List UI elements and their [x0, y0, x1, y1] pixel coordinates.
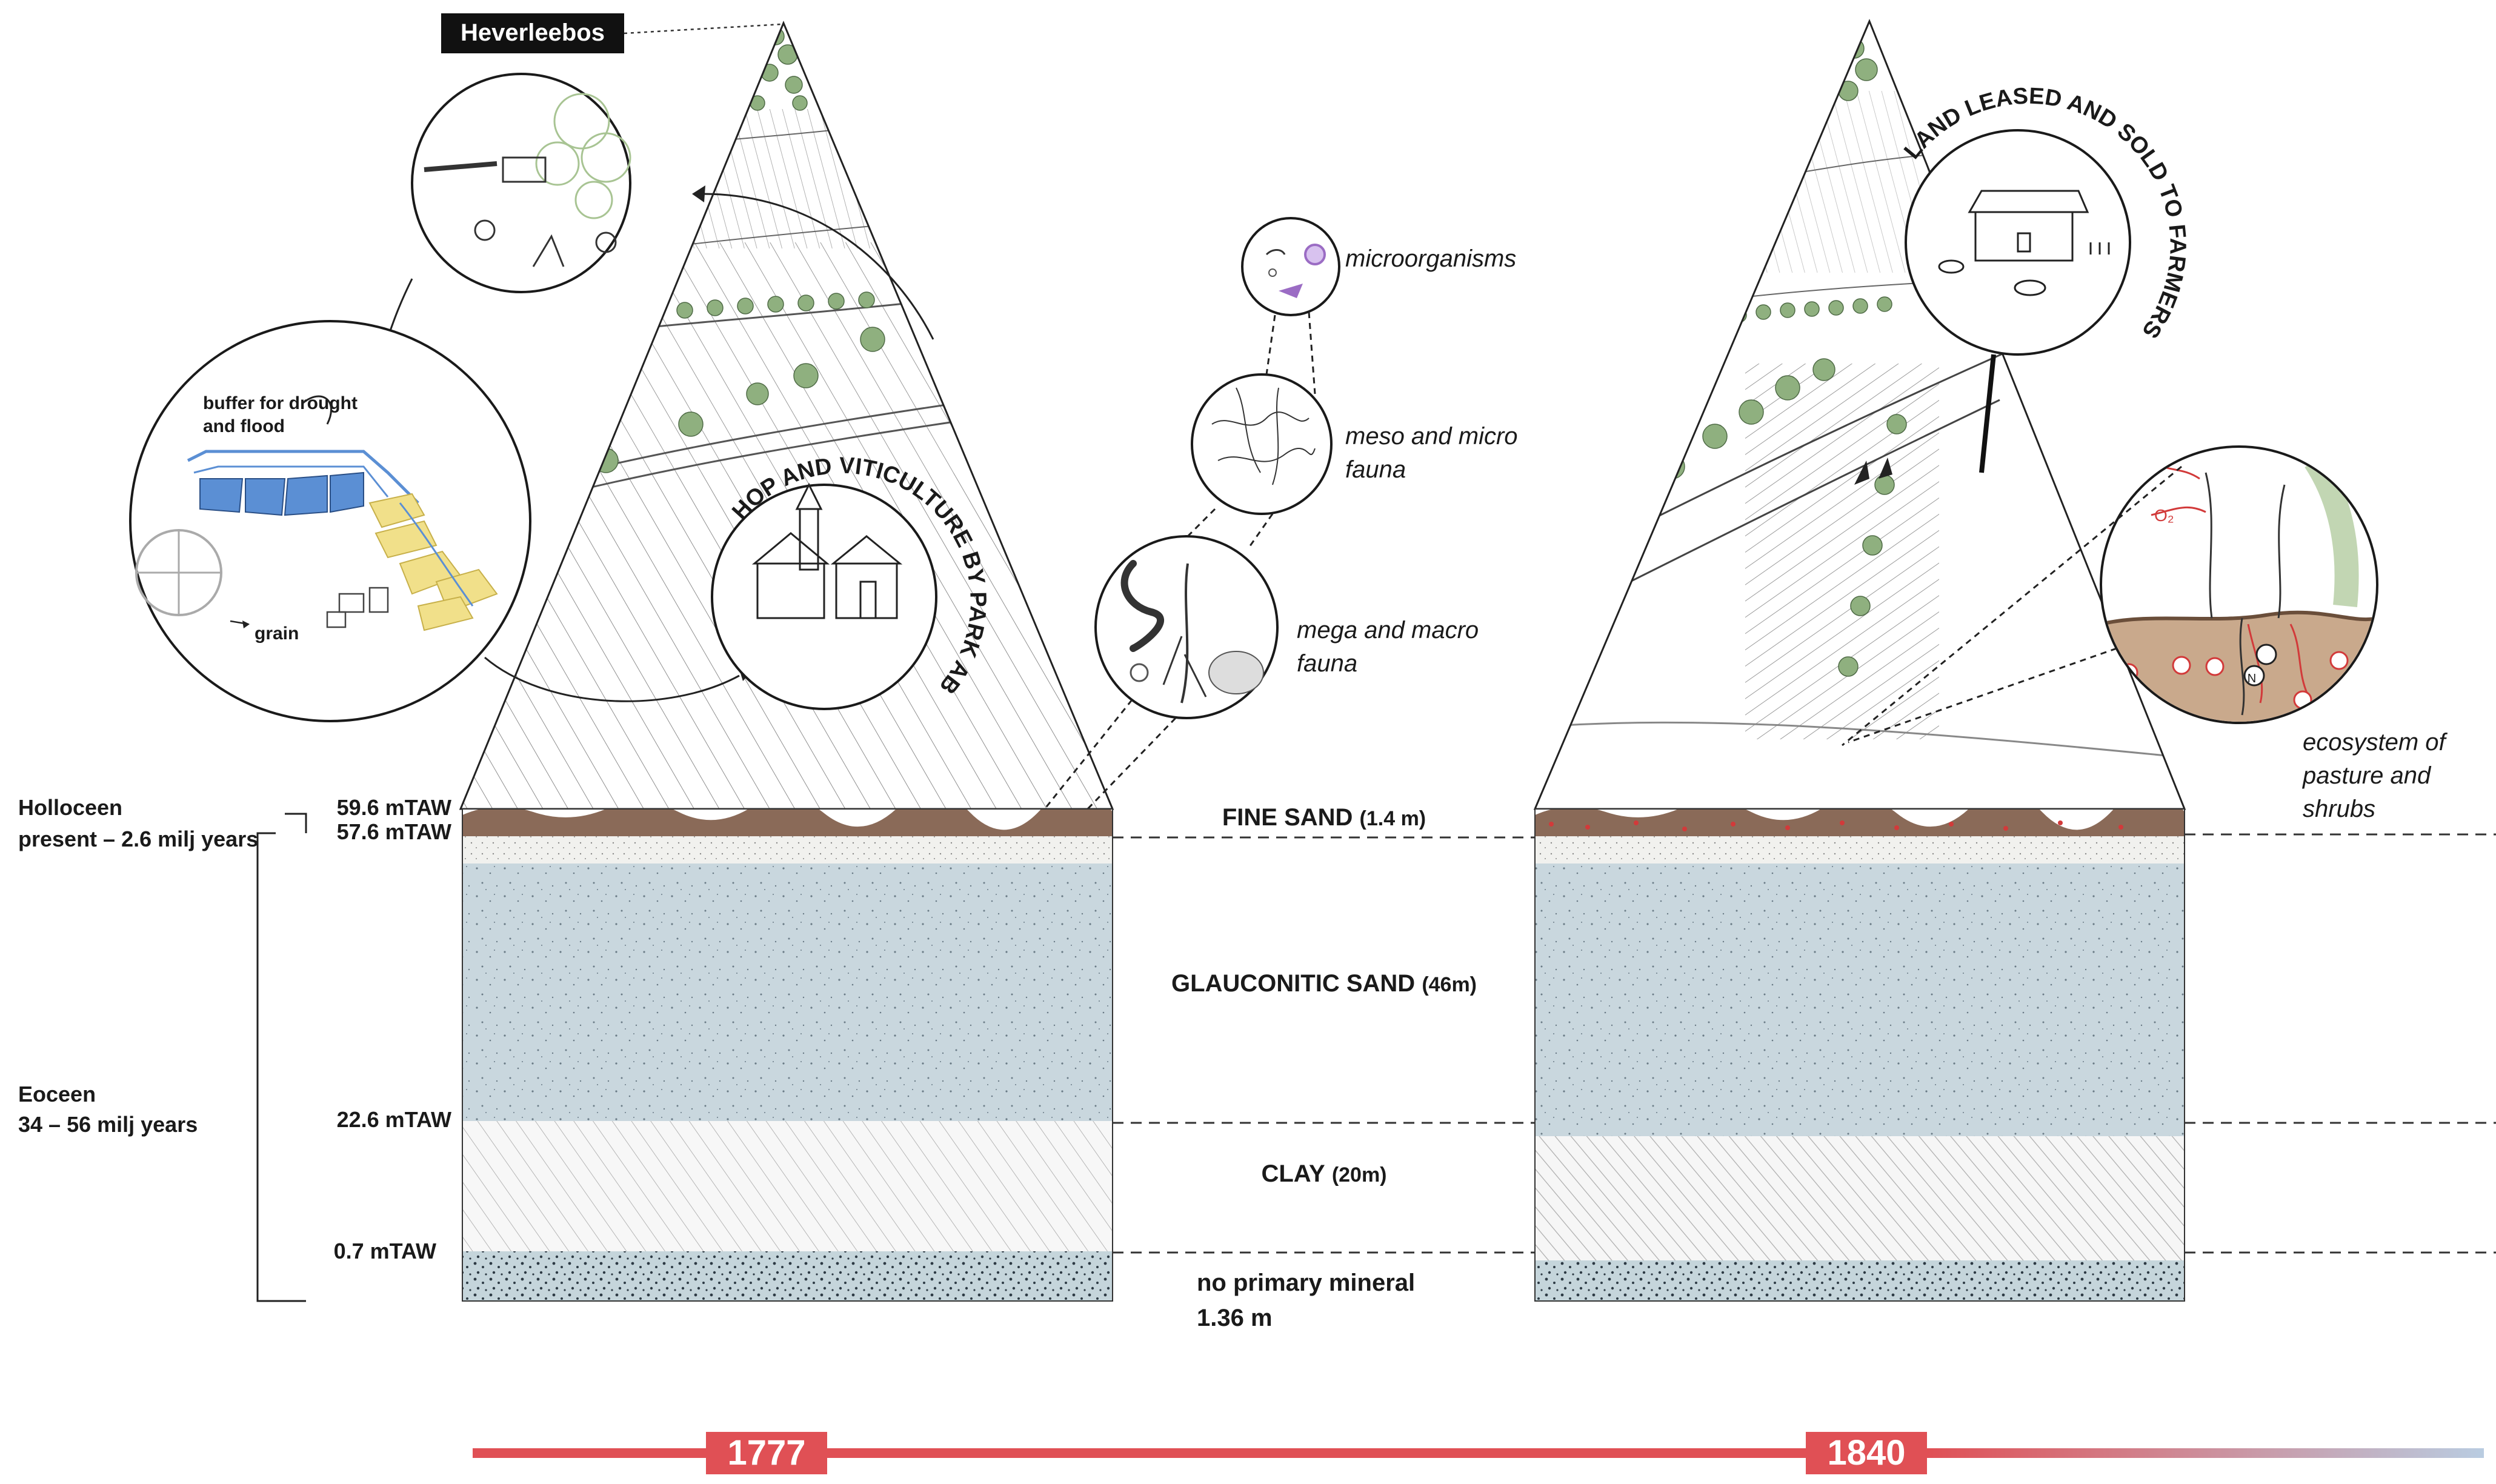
ecosystem-label-line1: ecosystem of: [2303, 729, 2448, 756]
tree-row: [1660, 38, 1907, 677]
stratum-labels: FINE SAND (1.4 m) GLAUCONITIC SAND (46m)…: [1171, 804, 1477, 1331]
elevation-0-7: 0.7 mTAW: [334, 1239, 436, 1263]
cycle-arrow-2: [484, 656, 740, 702]
svg-text:GLAUCONITIC SAND (46m): GLAUCONITIC SAND (46m): [1171, 970, 1477, 997]
elevation-22-6: 22.6 mTAW: [337, 1107, 451, 1132]
mega-macro-label-line2: fauna: [1297, 650, 1357, 677]
year-1777-label: 1777: [727, 1433, 805, 1472]
place-label: Heverleebos: [461, 19, 605, 46]
buffer-label-line1: buffer for drought: [203, 393, 358, 413]
ecosystem-label-line3: shrubs: [2303, 796, 2375, 822]
meso-micro-label-line1: meso and micro: [1345, 423, 1518, 450]
right-landscape-triangle: [1533, 19, 2186, 810]
year-marker-1840: [1806, 1432, 1927, 1474]
water-buffer-vignette: buffer for drought and flood grain: [129, 320, 531, 722]
forest-work-vignette: [411, 73, 631, 293]
microorganism-circle: [1241, 217, 1340, 316]
svg-text:CLAY (20m): CLAY (20m): [1261, 1160, 1386, 1187]
meso-micro-circle: [1191, 373, 1333, 515]
holocene-label-line2: present – 2.6 milj years: [18, 827, 258, 851]
cycle-arrow-3: [702, 193, 934, 340]
elevation-59-6: 59.6 mTAW: [337, 795, 451, 820]
fine-sand-label: FINE SAND: [1222, 804, 1353, 831]
holocene-label-line1: Holloceen: [18, 795, 122, 820]
year-1840-label: 1840: [1827, 1433, 1905, 1472]
glauconitic-sand-label: GLAUCONITIC SAND: [1171, 970, 1415, 997]
clay-label: CLAY: [1261, 1160, 1325, 1187]
no-mineral-label-line1: no primary mineral: [1197, 1269, 1415, 1296]
mega-macro-label-line1: mega and macro: [1297, 617, 1479, 644]
meso-micro-label-line2: fauna: [1345, 456, 1406, 483]
left-soil-column: [462, 808, 1113, 1302]
eocene-label-line1: Eoceen: [18, 1082, 96, 1106]
ecosystem-vignette: N O₂ O₂ ecosystem of pasture and shrubs: [1842, 445, 2448, 822]
mega-macro-circle: [1094, 535, 1279, 719]
ecosystem-label-line2: pasture and: [2302, 762, 2432, 789]
grain-label: grain: [255, 624, 299, 644]
glauconitic-thickness: (46m): [1422, 973, 1477, 996]
clay-thickness: (20m): [1332, 1163, 1387, 1186]
microorganisms-label: microorganisms: [1345, 245, 1516, 272]
place-label-box: Heverleebos: [441, 13, 782, 53]
geologic-scale: Holloceen present – 2.6 milj years Eocee…: [18, 795, 451, 1302]
soil-life-vignettes: microorganisms meso and micro fauna mega…: [1041, 217, 1518, 813]
stratum-boundaries: [1113, 833, 2496, 1254]
right-soil-column: [1534, 808, 2185, 1302]
nitrogen-label: N: [2248, 672, 2256, 685]
timeline: 1777 1840: [473, 1432, 2484, 1474]
fine-sand-thickness: (1.4 m): [1360, 807, 1426, 830]
eocene-label-line2: 34 – 56 milj years: [18, 1112, 198, 1137]
no-mineral-label-line2: 1.36 m: [1197, 1305, 1273, 1331]
svg-text:FINE SAND (1.4 m): FINE SAND (1.4 m): [1222, 804, 1426, 831]
oxygen-label-2: O₂: [2154, 506, 2174, 525]
elevation-57-6: 57.6 mTAW: [337, 819, 451, 844]
buffer-label-line2: and flood: [203, 416, 285, 436]
year-marker-1777: [706, 1432, 827, 1474]
